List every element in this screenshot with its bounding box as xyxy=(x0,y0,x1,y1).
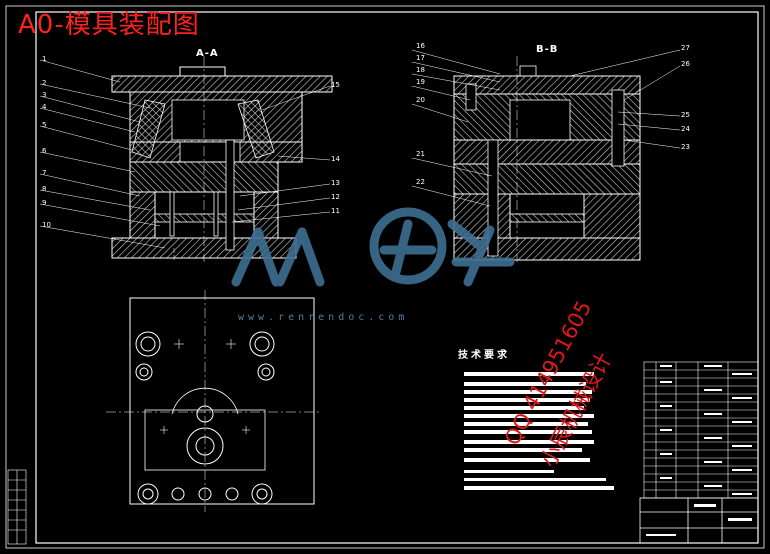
watermark-url: www.renrendoc.com xyxy=(238,312,409,323)
tech-requirements-body xyxy=(464,372,614,490)
callout-label: 10 xyxy=(42,221,51,229)
callout-label: 19 xyxy=(416,78,425,86)
inner-border xyxy=(35,11,759,544)
callout-label: 17 xyxy=(416,54,425,62)
callout-label: 18 xyxy=(416,66,425,74)
callout-label: 1 xyxy=(42,55,47,63)
revision-table xyxy=(7,469,27,545)
callout-label: 25 xyxy=(681,111,690,119)
callout-label: 2 xyxy=(42,79,47,87)
plan-view xyxy=(106,290,322,512)
outer-border xyxy=(5,5,765,549)
callout-label: 20 xyxy=(416,96,425,104)
section-label-a: A-A xyxy=(196,48,219,59)
callout-label: 8 xyxy=(42,185,47,193)
callout-leaders-right xyxy=(411,49,681,207)
parts-list xyxy=(643,361,759,499)
tech-requirements-title: 技术要求 xyxy=(458,350,510,361)
callout-label: 3 xyxy=(42,91,47,99)
callout-leaders-left xyxy=(39,59,331,249)
callout-label: 13 xyxy=(331,179,340,187)
callout-label: 23 xyxy=(681,143,690,151)
callout-label: 26 xyxy=(681,60,690,68)
callout-label: 16 xyxy=(416,42,425,50)
title-block-entries xyxy=(646,504,752,536)
drawing-title: A0-模具装配图 xyxy=(18,10,200,40)
watermark-logo xyxy=(231,207,515,287)
callout-label: 24 xyxy=(681,125,690,133)
callout-label: 9 xyxy=(42,199,47,207)
section-label-b: B-B xyxy=(536,44,559,55)
callout-label: 12 xyxy=(331,193,340,201)
parts-list-entries xyxy=(660,365,752,495)
callout-label: 6 xyxy=(42,147,47,155)
callout-label: 21 xyxy=(416,150,425,158)
title-block xyxy=(639,497,759,544)
callout-label: 27 xyxy=(681,44,690,52)
section-view-b xyxy=(453,56,641,262)
callout-label: 15 xyxy=(331,81,340,89)
callout-label: 5 xyxy=(42,121,47,129)
section-view-a xyxy=(111,56,333,262)
callout-label: 4 xyxy=(42,103,47,111)
callout-label: 11 xyxy=(331,207,340,215)
callout-label: 14 xyxy=(331,155,340,163)
callout-label: 7 xyxy=(42,169,47,177)
callout-label: 22 xyxy=(416,178,425,186)
